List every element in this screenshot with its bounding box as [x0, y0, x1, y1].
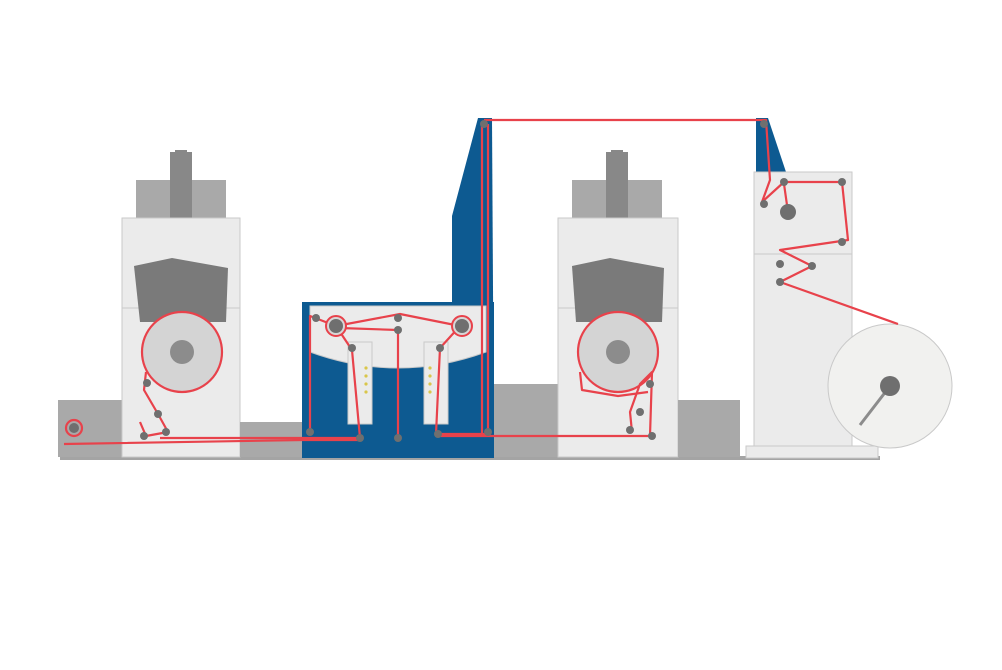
dryer-roller-8	[394, 434, 402, 442]
web-wrap-cylinder-1	[140, 310, 224, 394]
print-unit-1-head	[134, 258, 228, 322]
tower-roller-top-right	[760, 120, 768, 128]
print-unit-2-stem-cap	[611, 150, 623, 158]
tower-roller-top-left	[480, 120, 488, 128]
dryer-roller-right-large-hub	[455, 319, 469, 333]
web-path-4	[335, 312, 461, 328]
dryer-roller-left-large-hub	[329, 319, 343, 333]
roller-p1-a	[143, 379, 151, 387]
dryer-roller-3	[394, 326, 402, 334]
dryer-roller-6	[306, 428, 314, 436]
roller-p1-d	[140, 432, 148, 440]
print-unit-2-cylinder-hub	[606, 340, 630, 364]
rewind-reel-hub	[880, 376, 900, 396]
print-unit-1-stem	[170, 152, 192, 218]
right-tower-top	[756, 118, 786, 172]
print-unit-1-cylinder-hub	[170, 340, 194, 364]
tower-roller-3	[760, 200, 768, 208]
dryer-roller-2	[394, 314, 402, 322]
dryer-heat-dots-right	[428, 366, 432, 394]
dryer-roller-4	[348, 344, 356, 352]
dryer-roller-9	[434, 430, 442, 438]
roller-p2-b	[636, 408, 644, 416]
web-layer	[63, 118, 899, 446]
dryer-heat-dots-left	[364, 366, 368, 394]
rewind-base	[745, 445, 879, 459]
tower-roller-big	[780, 204, 796, 220]
unwind-stand	[58, 400, 122, 457]
print-unit-1-stem-cap	[175, 150, 187, 158]
print-unit-2-stem	[606, 152, 628, 218]
link-block-3	[678, 400, 740, 457]
web-wrap-unwind	[64, 418, 84, 438]
print-unit-2-head	[572, 258, 664, 322]
rollers-layer	[69, 120, 846, 442]
tower-roller-1	[780, 178, 788, 186]
web-path-8	[484, 118, 772, 203]
roller-p2-c	[626, 426, 634, 434]
web-path-9	[440, 370, 654, 438]
web-path-1	[63, 438, 360, 446]
roller-p2-a	[646, 380, 654, 388]
dryer-roller-1	[312, 314, 320, 322]
tower-roller-6	[808, 262, 816, 270]
dryer-roller-10	[484, 428, 492, 436]
web-path-3	[160, 314, 362, 440]
web-wrap-cylinder-2	[576, 310, 660, 394]
roller-p1-b	[154, 410, 162, 418]
unwind-roller	[69, 423, 79, 433]
roller-p2-d	[648, 432, 656, 440]
web-path-10	[578, 371, 649, 398]
tower-roller-2	[838, 178, 846, 186]
dryer-roller-5	[436, 344, 444, 352]
tower-roller-4	[838, 238, 846, 246]
cylinders-layer	[142, 312, 953, 449]
dryer-roller-7	[356, 434, 364, 442]
frames-layer	[58, 118, 880, 460]
roller-p1-c	[162, 428, 170, 436]
tower-roller-7	[776, 278, 784, 286]
tower-roller-5	[776, 260, 784, 268]
link-block-2	[494, 384, 558, 457]
web-path-11	[761, 180, 899, 326]
